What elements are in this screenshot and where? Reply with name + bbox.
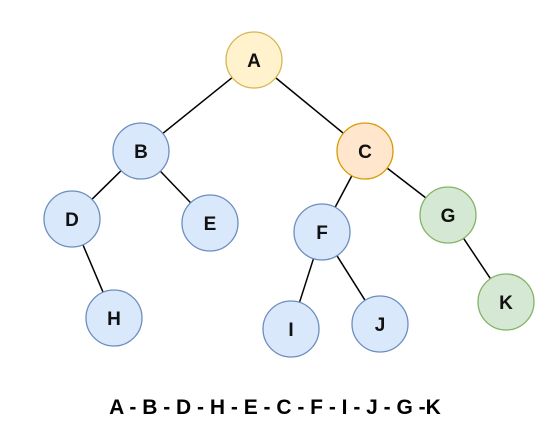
node-circle-k [477,273,535,331]
node-label-g: G [441,206,456,227]
edge-f-j [336,255,366,301]
node-label-e: E [204,214,217,235]
node-label-k: K [499,293,513,314]
tree-node-d: D [43,190,101,248]
node-label-a: A [247,51,261,72]
edge-f-i [298,258,315,303]
node-label-d: D [65,210,79,231]
node-circle-h [85,289,143,347]
edge-c-f [334,175,353,208]
tree-node-f: F [293,203,351,261]
edge-d-h [82,244,104,293]
tree-node-j: J [351,295,409,353]
node-circle-i [262,300,320,358]
node-circle-g [419,186,477,244]
node-circle-j [351,295,409,353]
node-label-f: F [316,223,328,244]
tree-node-b: B [112,122,170,180]
node-label-h: H [107,309,121,330]
tree-node-a: A [225,31,283,89]
tree-node-i: I [262,300,320,358]
tree-nodes: A B C D E F G H I J K [43,31,535,358]
node-circle-b [112,122,170,180]
node-label-j: J [375,315,386,336]
node-label-b: B [134,142,148,163]
traversal-order-text: A - B - D - H - E - C - F - I - J - G -K [109,396,441,419]
node-label-c: C [358,142,372,163]
node-label-i: I [288,320,293,341]
tree-node-k: K [477,273,535,331]
tree-node-h: H [85,289,143,347]
tree-node-c: C [336,122,394,180]
node-circle-f [293,203,351,261]
node-circle-e [181,194,239,252]
edge-b-e [159,170,192,204]
edge-a-c [275,77,344,134]
node-circle-c [336,122,394,180]
tree-edges [82,76,492,303]
edge-c-g [386,167,427,199]
edge-g-k [462,237,492,280]
edge-b-d [91,170,122,200]
tree-node-g: G [419,186,477,244]
node-circle-d [43,190,101,248]
tree-node-e: E [181,194,239,252]
edge-a-b [162,76,233,135]
node-circle-a [225,31,283,89]
